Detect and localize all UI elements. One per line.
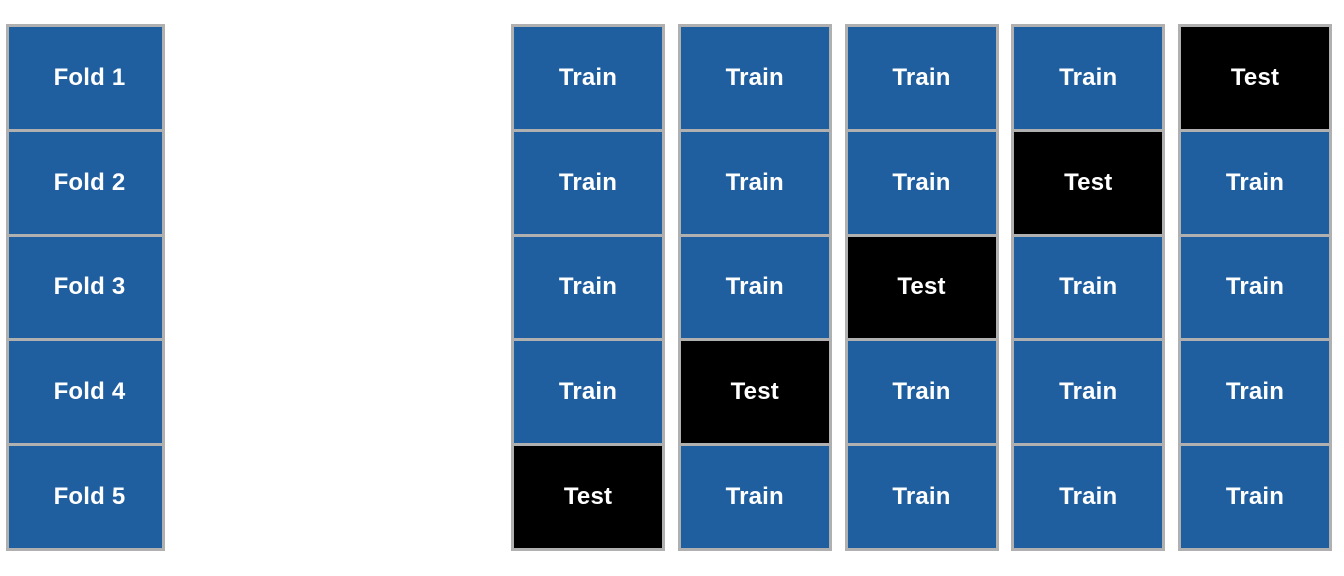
split-cell-label-r2c3: Train bbox=[892, 168, 951, 196]
split-cell-r1c3: Train bbox=[844, 24, 999, 132]
split-cell-label-r5c1: Test bbox=[563, 483, 613, 511]
fold-cell-1: Fold 1 bbox=[6, 24, 165, 132]
split-cell-r4c5: Train bbox=[1178, 338, 1332, 447]
split-cell-r2c4: Test bbox=[1011, 128, 1166, 237]
split-cell-label-r3c2: Train bbox=[725, 273, 784, 301]
fold-label-4: Fold 4 bbox=[53, 378, 126, 406]
split-cell-r5c5: Train bbox=[1178, 443, 1332, 551]
split-cell-r4c3: Train bbox=[844, 338, 999, 447]
fold-label-column: Fold 1 Fold 2 Fold 3 Fold 4 Fold 5 bbox=[6, 24, 165, 551]
split-cell-label-r4c5: Train bbox=[1225, 378, 1285, 406]
split-cell-r2c5: Train bbox=[1178, 128, 1332, 237]
split-cell-r1c1: Train bbox=[511, 24, 665, 132]
split-column-3: Train Train Test Train Train bbox=[844, 24, 999, 551]
split-cell-r5c4: Train bbox=[1011, 443, 1166, 551]
split-cell-label-r2c2: Train bbox=[725, 168, 784, 196]
split-cell-label-r1c1: Train bbox=[558, 63, 618, 91]
split-cell-label-r3c5: Train bbox=[1225, 273, 1285, 301]
fold-label-5: Fold 5 bbox=[53, 483, 126, 511]
split-cell-label-r4c4: Train bbox=[1059, 378, 1118, 406]
split-cell-r2c3: Train bbox=[844, 128, 999, 237]
fold-label-2: Fold 2 bbox=[53, 168, 126, 196]
split-cell-r3c4: Train bbox=[1011, 233, 1166, 342]
split-cell-label-r2c1: Train bbox=[558, 168, 618, 196]
split-cell-label-r3c4: Train bbox=[1059, 273, 1118, 301]
split-column-4: Train Test Train Train Train bbox=[1011, 24, 1166, 551]
split-cell-label-r1c2: Train bbox=[725, 63, 784, 91]
fold-label-1: Fold 1 bbox=[53, 63, 126, 91]
split-cell-label-r4c3: Train bbox=[892, 378, 951, 406]
split-cell-r3c3: Test bbox=[844, 233, 999, 342]
split-cell-label-r5c3: Train bbox=[892, 483, 951, 511]
split-cell-r2c1: Train bbox=[511, 128, 665, 237]
split-column-1: Train Train Train Train Test bbox=[511, 24, 665, 551]
split-cell-r4c2: Test bbox=[677, 338, 832, 447]
split-cell-label-r4c1: Train bbox=[558, 378, 618, 406]
fold-cell-4: Fold 4 bbox=[6, 338, 165, 447]
split-cell-label-r1c4: Train bbox=[1059, 63, 1118, 91]
split-cell-r4c4: Train bbox=[1011, 338, 1166, 447]
split-cell-r5c3: Train bbox=[844, 443, 999, 551]
split-cell-r5c2: Train bbox=[677, 443, 832, 551]
fold-cell-2: Fold 2 bbox=[6, 128, 165, 237]
fold-label-3: Fold 3 bbox=[53, 273, 126, 301]
split-cell-label-r1c3: Train bbox=[892, 63, 951, 91]
split-cell-label-r1c5: Test bbox=[1230, 63, 1280, 91]
split-cell-label-r2c5: Train bbox=[1225, 168, 1285, 196]
split-grid: Train Train Train Train Test Train Train bbox=[511, 24, 1332, 551]
split-cell-r1c4: Train bbox=[1011, 24, 1166, 132]
split-cell-r1c5: Test bbox=[1178, 24, 1332, 132]
split-cell-label-r3c1: Train bbox=[558, 273, 618, 301]
split-cell-label-r2c4: Test bbox=[1064, 168, 1113, 196]
split-cell-r1c2: Train bbox=[677, 24, 832, 132]
split-cell-r3c5: Train bbox=[1178, 233, 1332, 342]
fold-cell-5: Fold 5 bbox=[6, 443, 165, 551]
split-cell-label-r5c2: Train bbox=[725, 483, 784, 511]
split-cell-label-r3c3: Test bbox=[897, 273, 946, 301]
split-column-5: Test Train Train Train Train bbox=[1178, 24, 1332, 551]
split-cell-r5c1: Test bbox=[511, 443, 665, 551]
split-cell-label-r4c2: Test bbox=[730, 378, 779, 406]
split-column-2: Train Train Train Test Train bbox=[677, 24, 832, 551]
fold-cell-3: Fold 3 bbox=[6, 233, 165, 342]
split-cell-r3c1: Train bbox=[511, 233, 665, 342]
split-cell-r4c1: Train bbox=[511, 338, 665, 447]
split-cell-label-r5c4: Train bbox=[1059, 483, 1118, 511]
split-cell-label-r5c5: Train bbox=[1225, 483, 1285, 511]
split-cell-r3c2: Train bbox=[677, 233, 832, 342]
split-cell-r2c2: Train bbox=[677, 128, 832, 237]
